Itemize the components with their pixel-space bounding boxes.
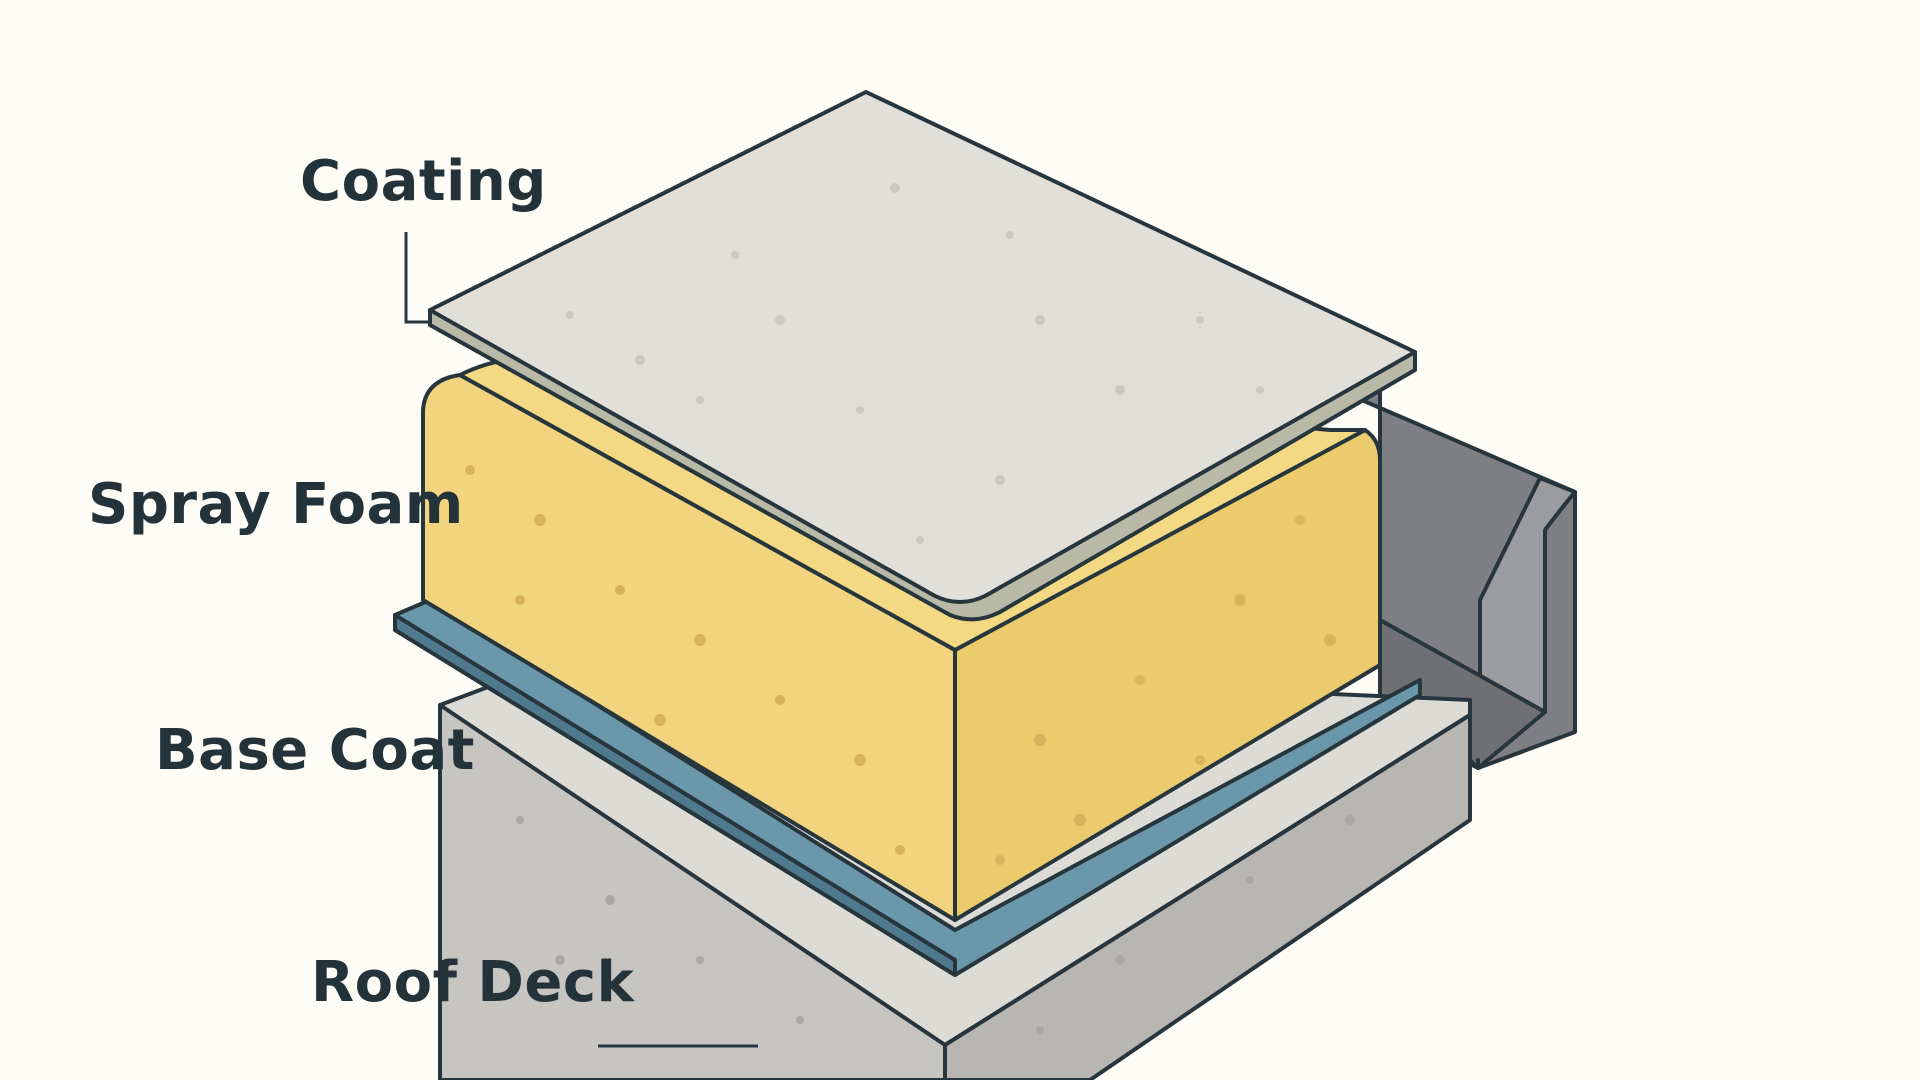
roof-deck-left-face <box>438 703 947 1080</box>
spray-foam-label: Spray Foam <box>88 472 464 537</box>
roof-deck-label: Roof Deck <box>311 950 636 1015</box>
coating-texture <box>566 183 1264 544</box>
coating-layer <box>428 90 1417 622</box>
coating-top-face <box>428 90 1417 604</box>
spray-foam-texture <box>465 465 1336 865</box>
base-coat-label: Base Coat <box>155 718 475 783</box>
roof-deck-right-face <box>943 713 1472 1080</box>
coating-label: Coating <box>300 149 547 214</box>
roof-deck-texture <box>516 815 1355 1034</box>
coating-leader-line <box>404 232 432 324</box>
